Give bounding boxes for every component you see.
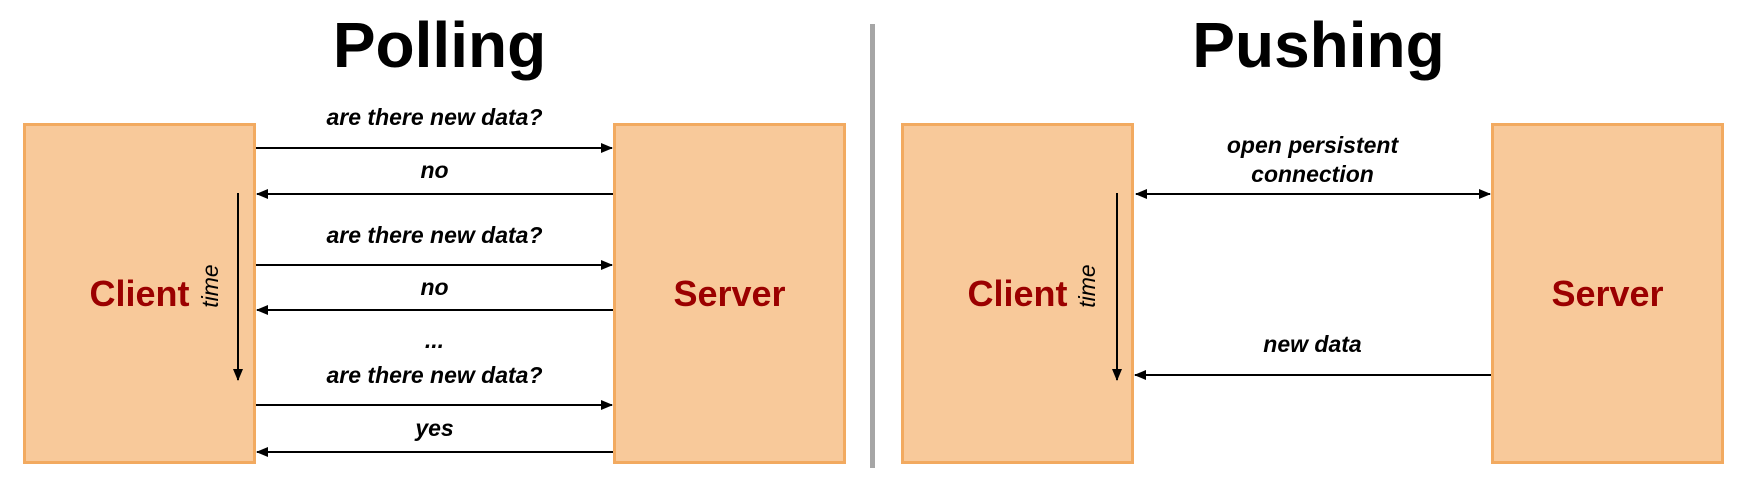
pushing-title: Pushing — [1192, 9, 1445, 81]
polling-request-3: are there new data? — [326, 362, 543, 388]
pushing-push-label: new data — [1263, 331, 1362, 357]
panel-divider — [870, 24, 875, 468]
polling-panel: Polling Client Server time are there new… — [23, 9, 846, 464]
pushing-panel: Pushing Client Server time open persiste… — [879, 0, 1758, 484]
polling-client-box: Client — [23, 123, 256, 464]
polling-response-2: no — [420, 274, 449, 300]
pushing-client-box: Client — [901, 123, 1134, 464]
polling-server-label: Server — [673, 272, 786, 314]
pushing-connection-line1: open persistent — [1226, 132, 1399, 158]
polling-client-label: Client — [89, 272, 190, 314]
polling-server-box: Server — [613, 123, 846, 464]
polling-title: Polling — [332, 9, 547, 81]
polling-ellipsis: ... — [424, 327, 445, 353]
pushing-server-label: Server — [1551, 272, 1664, 314]
pushing-server-box: Server — [1491, 123, 1724, 464]
pushing-client-label: Client — [967, 272, 1068, 314]
pushing-connection-line2: connection — [1251, 161, 1374, 187]
polling-request-2: are there new data? — [326, 222, 543, 248]
polling-response-3: yes — [415, 415, 454, 441]
polling-response-1: no — [420, 157, 449, 183]
polling-request-1: are there new data? — [326, 104, 543, 130]
